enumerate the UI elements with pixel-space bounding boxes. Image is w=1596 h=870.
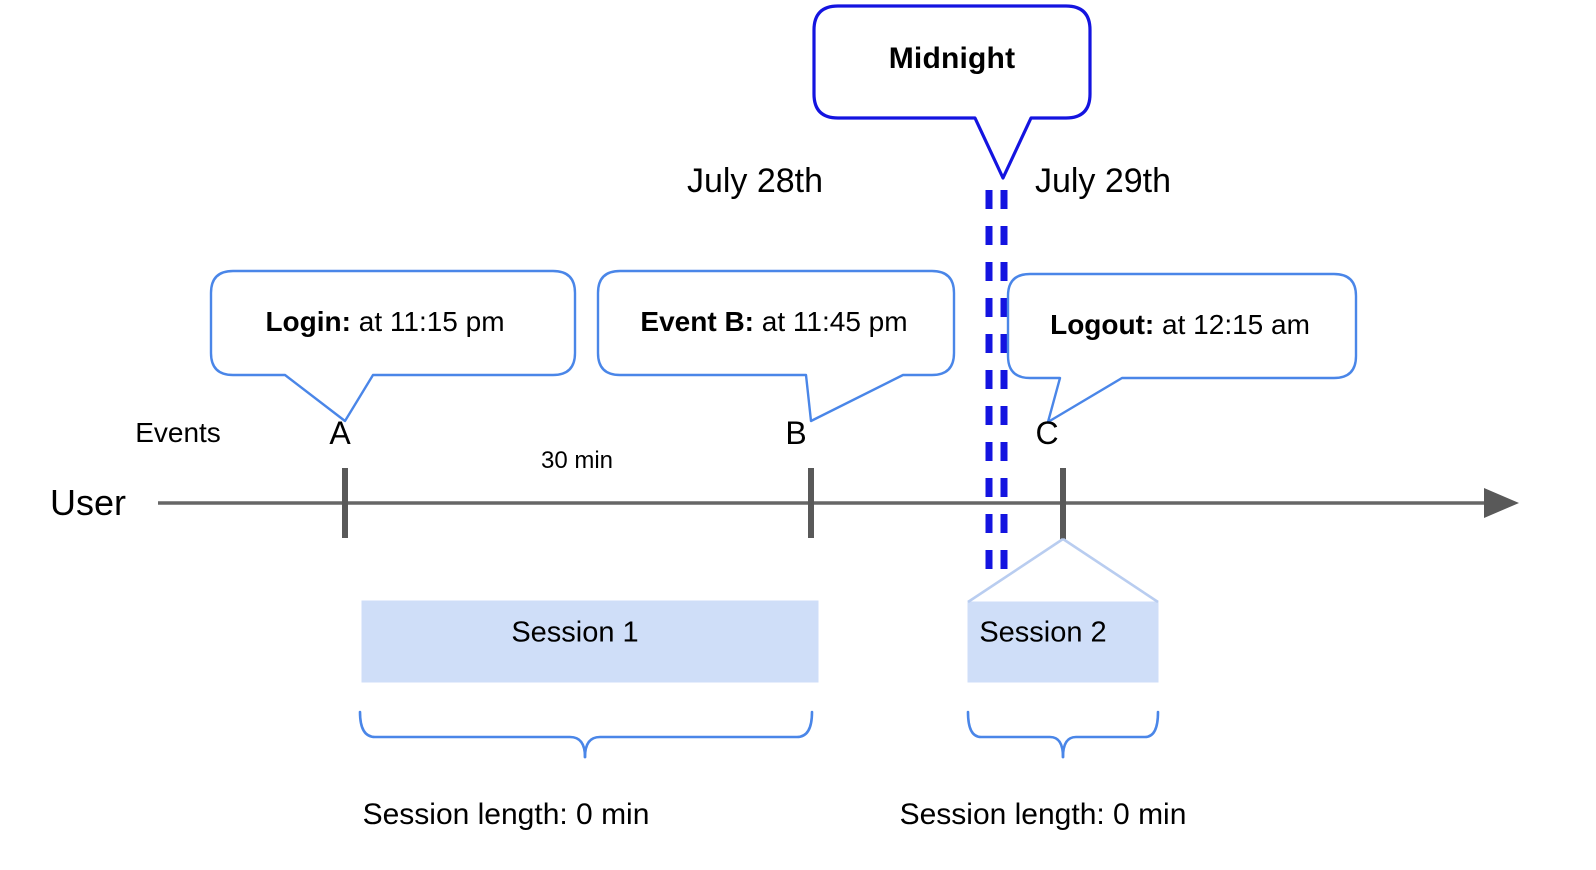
midnight-callout-shape [812,4,1092,180]
event-marker-label-c: C [1035,415,1059,451]
event-tick-marks [342,468,1066,540]
session-1-brace [358,710,814,759]
logout-callout-bold: Logout: [1050,309,1155,340]
timeline-axis [158,488,1519,518]
session-1-box-shape [361,600,819,683]
midnight-label: Midnight [888,42,1016,75]
event-marker-label-b: B [785,415,807,451]
gap-duration-label: 30 min [540,447,614,474]
session-2-brace [966,710,1160,759]
session-1-length-label: Session length: 0 min [362,798,650,831]
user-row-label: User [49,482,127,523]
eventb-callout-shape [596,269,956,423]
session-2-length-label: Session length: 0 min [899,798,1187,831]
date-label-july-29: July 29th [1034,162,1172,200]
logout-callout-rest: at 12:15 am [1154,309,1310,340]
events-row-label: Events [135,417,221,448]
eventb-callout-label: Event B: at 11:45 pm [640,308,907,336]
midnight-divider-lines [985,190,1008,586]
event-marker-label-a: A [329,415,351,451]
login-callout-bold: Login: [265,306,351,337]
date-label-july-28: July 28th [686,162,824,200]
logout-callout-label: Logout: at 12:15 am [1050,311,1310,339]
session-1-label: Session 1 [511,616,639,649]
eventb-callout-rest: at 11:45 pm [754,306,908,337]
session-2-box-shape [967,537,1159,683]
session-2-label: Session 2 [979,616,1107,649]
login-callout-shape [209,269,577,423]
logout-callout-shape [1006,272,1358,424]
login-callout-rest: at 11:15 pm [350,306,505,337]
login-callout-label: Login: at 11:15 pm [265,308,504,336]
eventb-callout-bold: Event B: [640,306,754,337]
